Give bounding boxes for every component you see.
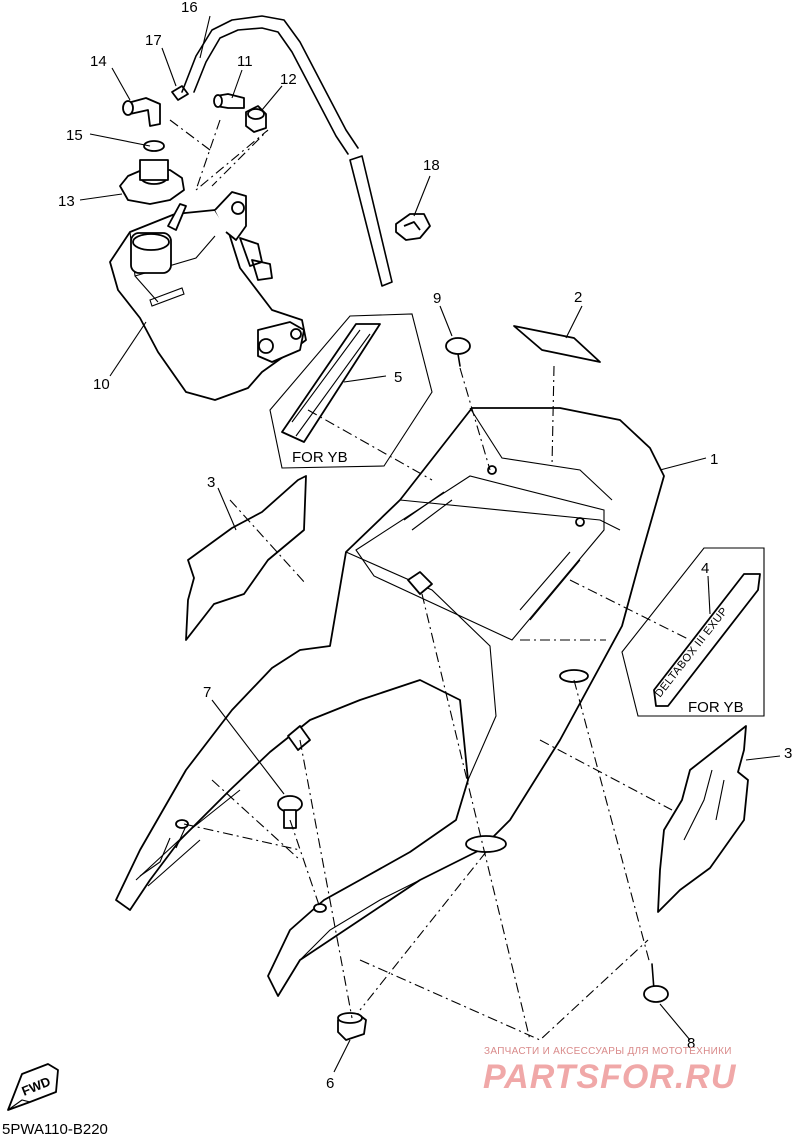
clamp-18	[395, 213, 431, 241]
label-1: 1	[710, 451, 718, 468]
label-14: 14	[90, 53, 107, 70]
screw-9	[445, 337, 471, 367]
diagram-code: 5PWA110-B220	[2, 1121, 108, 1138]
label-6: 6	[326, 1075, 334, 1092]
label-15: 15	[66, 127, 83, 144]
leader-lines	[79, 15, 781, 1073]
seat-cowl	[115, 407, 665, 997]
decal-4-text: DELTABOX III EXUP	[653, 605, 731, 700]
label-3-left: 3	[207, 474, 215, 491]
label-13: 13	[58, 193, 75, 210]
decal-2	[513, 325, 601, 363]
label-2: 2	[574, 289, 582, 306]
screw-8	[643, 963, 669, 1003]
label-12: 12	[280, 71, 297, 88]
label-8: 8	[687, 1035, 695, 1052]
label-4: 4	[701, 560, 709, 577]
for-yb-box-left	[269, 313, 433, 469]
damper-6	[337, 1012, 367, 1041]
collar-12	[245, 105, 267, 133]
fwd-arrow-icon	[7, 1063, 59, 1111]
bolt-11	[213, 93, 245, 109]
label-5: 5	[394, 369, 402, 386]
reservoir-cap	[119, 159, 185, 205]
label-3-right: 3	[784, 745, 792, 762]
label-16: 16	[181, 0, 198, 16]
label-18: 18	[423, 157, 440, 174]
hose-joint	[122, 97, 161, 127]
connection-lines	[169, 119, 691, 1041]
for-yb-box-right	[621, 547, 765, 717]
label-7: 7	[203, 684, 211, 701]
label-10: 10	[93, 376, 110, 393]
hose-clip	[171, 85, 189, 101]
decal-3-right	[657, 725, 749, 913]
grommet-7	[277, 795, 303, 829]
o-ring	[143, 140, 165, 152]
reservoir-tank	[109, 191, 307, 401]
decal-3-left	[185, 475, 307, 641]
watermark-tagline: ЗАПЧАСТИ И АКСЕССУАРЫ ДЛЯ МОТОТЕХНИКИ	[484, 1046, 732, 1057]
decal-3-right-detail	[683, 769, 725, 841]
label-9: 9	[433, 290, 441, 307]
for-yb-note-right: FOR YB	[688, 699, 744, 716]
label-11: 11	[237, 53, 253, 70]
for-yb-note-left: FOR YB	[292, 449, 348, 466]
label-17: 17	[145, 32, 162, 49]
watermark-logo: PARTSFOR.RU	[483, 1058, 737, 1096]
